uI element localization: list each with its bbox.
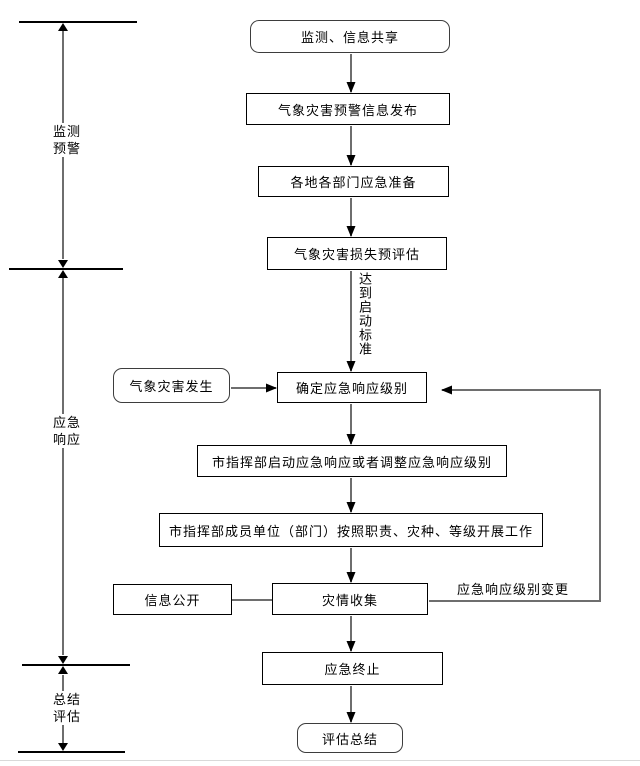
phase-label-line: 预警	[52, 141, 81, 156]
phase-label-line: 响应	[52, 432, 81, 447]
node-loss-preassess: 气象灾害损失预评估	[267, 237, 447, 270]
phase-arrowheads	[58, 23, 68, 751]
node-disaster-collect: 灾情收集	[272, 583, 428, 615]
phase-label-line: 应急	[52, 415, 81, 430]
node-eval-summary: 评估总结	[297, 723, 403, 753]
node-disaster-occurs: 气象灾害发生	[113, 368, 230, 403]
phase-tick-lines	[9, 21, 137, 753]
node-monitor-share: 监测、信息共享	[250, 20, 450, 53]
edge-label-level-change: 应急响应级别变更	[457, 579, 570, 598]
edge-label-reach-standard: 达到启动标准	[356, 272, 372, 360]
node-emergency-prep: 各地各部门应急准备	[258, 166, 449, 197]
phase-label-line: 总结	[52, 692, 81, 707]
page-bottom-edge	[0, 760, 640, 761]
phase-label-monitoring: 监测 预警	[44, 123, 90, 157]
phase-label-line: 评估	[52, 709, 81, 724]
node-members-work: 市指挥部成员单位（部门）按照职责、灾种、等级开展工作	[159, 513, 543, 547]
node-emergency-end: 应急终止	[262, 652, 443, 685]
side-connectors	[231, 383, 601, 602]
node-warning-release: 气象灾害预警信息发布	[246, 93, 450, 125]
edge-level-change-feedback	[429, 385, 601, 602]
phase-label-response: 应急 响应	[44, 414, 90, 448]
node-start-or-adjust: 市指挥部启动应急响应或者调整应急响应级别	[197, 445, 507, 477]
node-determine-level: 确定应急响应级别	[277, 372, 427, 403]
phase-label-evaluation: 总结 评估	[44, 691, 90, 725]
phase-label-line: 监测	[52, 124, 81, 139]
node-info-public: 信息公开	[113, 584, 232, 615]
